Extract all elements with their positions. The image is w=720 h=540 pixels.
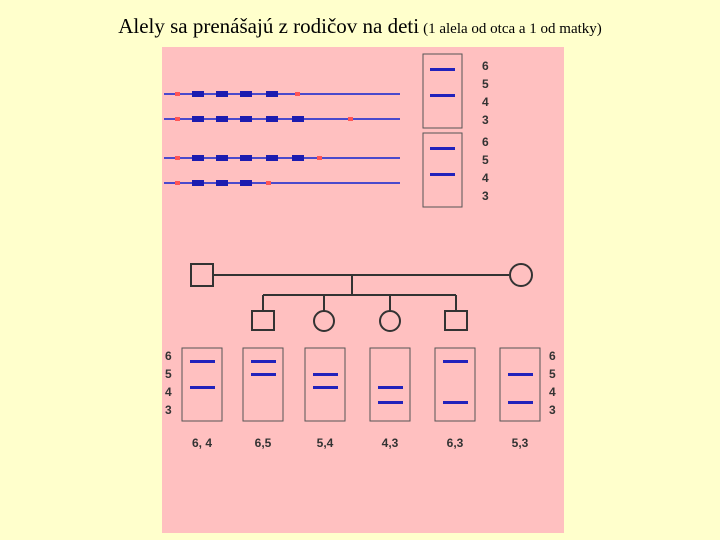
child-gel-2-band-6 bbox=[251, 360, 276, 363]
child-gels bbox=[182, 348, 540, 421]
child-gel-3-band-5 bbox=[313, 373, 338, 376]
child-gel-3-band-4 bbox=[313, 386, 338, 389]
child-gel-5-band-3 bbox=[443, 401, 468, 404]
child-gel-4-band-3 bbox=[378, 401, 403, 404]
child-gel-6 bbox=[500, 348, 540, 421]
chromosome-pair-1 bbox=[164, 91, 400, 122]
child-gel-4-band-4 bbox=[378, 386, 403, 389]
child-left-label-5: 5 bbox=[165, 367, 172, 381]
child-gels-right-labels: 6 5 4 3 bbox=[549, 349, 556, 417]
child-right-label-6: 6 bbox=[549, 349, 556, 363]
child-right-label-4: 4 bbox=[549, 385, 556, 399]
parent-gel-2-band-3 bbox=[430, 173, 455, 176]
parent-gel-2-label-5: 5 bbox=[482, 153, 489, 167]
child-right-label-3: 3 bbox=[549, 403, 556, 417]
parent-gel-1-labels: 6 5 4 3 bbox=[482, 59, 489, 127]
child-1-square bbox=[252, 311, 274, 330]
parent-gel-2-label-4: 4 bbox=[482, 171, 489, 185]
genotype-label-6: 5,3 bbox=[512, 436, 529, 450]
parent-gel-1-label-6: 6 bbox=[482, 59, 489, 73]
pedigree bbox=[191, 264, 532, 331]
child-genotype-labels: 6, 4 6,5 5,4 4,3 6,3 5,3 bbox=[192, 436, 529, 450]
child-gel-4 bbox=[370, 348, 410, 421]
parent-gel-1-label-5: 5 bbox=[482, 77, 489, 91]
title-main: Alely sa prenášajú z rodičov na deti bbox=[118, 14, 419, 38]
figure-canvas: 6 5 4 3 6 5 4 3 bbox=[162, 47, 564, 533]
slide-title: Alely sa prenášajú z rodičov na deti (1 … bbox=[0, 14, 720, 39]
parent-gel-1 bbox=[423, 54, 462, 128]
child-3-circle bbox=[380, 311, 400, 331]
parent-gel-1-band-5 bbox=[430, 94, 455, 97]
child-gel-2 bbox=[243, 348, 283, 421]
child-gels-left-labels: 6 5 4 3 bbox=[165, 349, 172, 417]
parent-gel-2-label-6: 6 bbox=[482, 135, 489, 149]
child-gel-1-band-4 bbox=[190, 386, 215, 389]
father-square bbox=[191, 264, 213, 286]
child-gel-5 bbox=[435, 348, 475, 421]
parent-gels bbox=[423, 54, 462, 207]
parent-gel-2 bbox=[423, 133, 462, 207]
chromosome-pair-2 bbox=[164, 155, 400, 186]
genotype-label-3: 5,4 bbox=[317, 436, 334, 450]
inheritance-figure: 6 5 4 3 6 5 4 3 bbox=[162, 47, 564, 533]
child-gel-6-band-3 bbox=[508, 401, 533, 404]
child-2-circle bbox=[314, 311, 334, 331]
parent-gel-1-label-4: 4 bbox=[482, 95, 489, 109]
child-left-label-3: 3 bbox=[165, 403, 172, 417]
genotype-label-5: 6,3 bbox=[447, 436, 464, 450]
parent-gel-1-band-6 bbox=[430, 68, 455, 71]
child-left-label-6: 6 bbox=[165, 349, 172, 363]
parent-gel-2-band-4 bbox=[430, 147, 455, 150]
genotype-label-2: 6,5 bbox=[255, 436, 272, 450]
child-gel-bands bbox=[190, 360, 533, 404]
genotype-label-4: 4,3 bbox=[382, 436, 399, 450]
mother-circle bbox=[510, 264, 532, 286]
chromosome-lines bbox=[164, 91, 400, 186]
title-sub: (1 alela od otca a 1 od matky) bbox=[423, 21, 602, 37]
parent-gel-1-label-3: 3 bbox=[482, 113, 489, 127]
child-right-label-5: 5 bbox=[549, 367, 556, 381]
child-gel-2-band-5 bbox=[251, 373, 276, 376]
parent-gel-2-label-3: 3 bbox=[482, 189, 489, 203]
genotype-label-1: 6, 4 bbox=[192, 436, 212, 450]
child-gel-6-band-5 bbox=[508, 373, 533, 376]
child-4-square bbox=[445, 311, 467, 330]
child-gel-1 bbox=[182, 348, 222, 421]
parent-gel-2-labels: 6 5 4 3 bbox=[482, 135, 489, 203]
child-gel-3 bbox=[305, 348, 345, 421]
child-gel-5-band-6 bbox=[443, 360, 468, 363]
child-left-label-4: 4 bbox=[165, 385, 172, 399]
child-gel-1-band-6 bbox=[190, 360, 215, 363]
